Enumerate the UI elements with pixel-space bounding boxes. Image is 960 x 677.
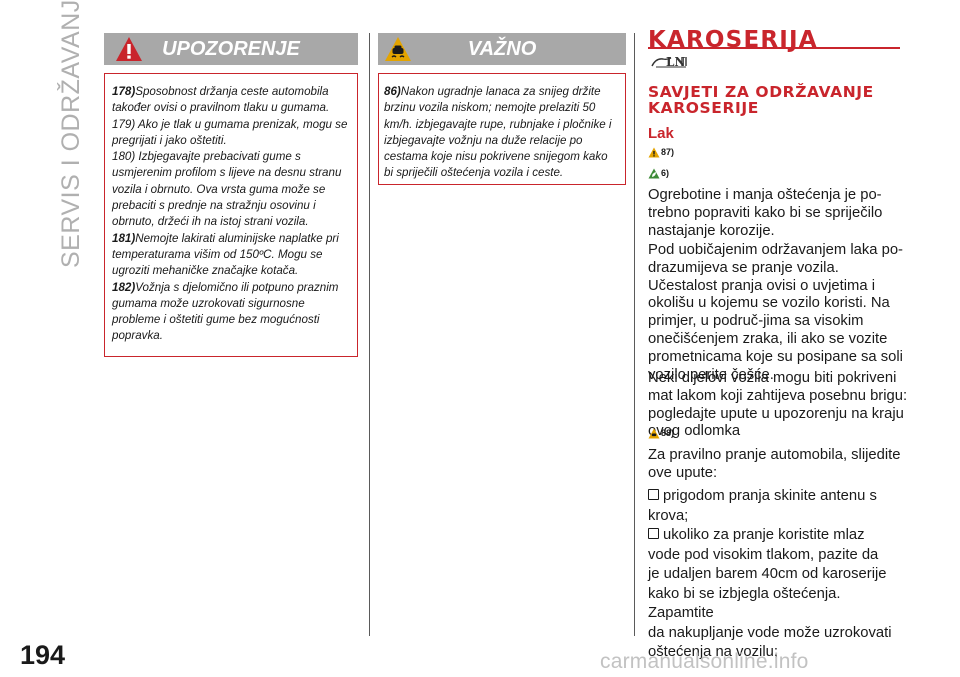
column-divider: [634, 33, 635, 636]
list-item-line: da nakupljanje vode može uzrokovati: [648, 624, 892, 641]
note-number: 181): [112, 231, 136, 245]
svg-text:LN: LN: [666, 55, 685, 69]
important-reference-number: 88): [661, 428, 675, 438]
important-banner: VAŽNO: [378, 33, 626, 65]
note-text: Sposobnost držanja ceste automobila tako…: [112, 85, 330, 115]
checkbox-bullet-icon: [648, 528, 659, 539]
note-text: Vožnja s djelomično ili potpuno praznim …: [112, 280, 339, 343]
environment-leaf-icon: [648, 168, 660, 181]
warning-banner: UPOZORENJE: [104, 33, 358, 65]
watermark: carmanualsonline.info: [600, 650, 809, 673]
car-skid-icon: [384, 36, 412, 72]
warning-note: 178)Sposobnost držanja ceste automobila …: [112, 84, 351, 117]
wash-intro: Za pravilno pranje automobila, slijedite…: [648, 447, 901, 481]
note-text: Nemojte lakirati aluminijske naplatke pr…: [112, 231, 339, 278]
important-note: 86)Nakon ugradnje lanaca za snijeg držit…: [384, 84, 619, 182]
environment-reference-number: 6): [661, 168, 670, 178]
warning-banner-label: UPOZORENJE: [162, 38, 300, 60]
important-banner-label: VAŽNO: [467, 38, 537, 60]
sub-heading: Lak: [648, 125, 674, 142]
environment-reference: 6): [648, 168, 669, 181]
warning-reference-number: 87): [661, 147, 675, 157]
column-divider: [369, 33, 370, 636]
note-number: 86): [384, 85, 401, 98]
car-skid-small-icon: [648, 428, 660, 441]
warning-reference: 87): [648, 147, 674, 160]
body-paragraph: Neki dijelovi vozila mogu biti pokriveni…: [648, 370, 908, 440]
important-reference: 88): [648, 428, 674, 441]
note-text: 180) Izbjegavajte prebacivati gume s usm…: [112, 150, 342, 229]
list-item-line: kako bi se izbjegla oštećenja. Zapamtite: [648, 585, 841, 622]
wash-instructions-list: prigodom pranja skinite antenu s krova; …: [648, 487, 910, 663]
list-item-line: vode pod visokim tlakom, pazite da: [648, 546, 879, 563]
important-notes-box: 86)Nakon ugradnje lanaca za snijeg držit…: [378, 73, 626, 185]
note-number: 182): [112, 280, 136, 294]
title-rule: [648, 47, 900, 49]
note-number: 178): [112, 85, 136, 98]
list-item-line: ukoliko za pranje koristite mlaz: [663, 527, 865, 543]
list-item-line: krova;: [648, 507, 689, 524]
warning-note: 180) Izbjegavajte prebacivati gume s usm…: [112, 149, 351, 230]
section-heading: SAVJETI ZA ODRŽAVANJE KAROSERIJE: [648, 83, 874, 117]
warning-note: 182)Vožnja s djelomično ili potpuno praz…: [112, 280, 351, 345]
body-paragraph: Ogrebotine i manja oštećenja je po-trebn…: [648, 187, 883, 239]
note-text: Nakon ugradnje lanaca za snijeg držite b…: [384, 85, 612, 180]
page-section-title: KAROSERIJA: [648, 27, 818, 53]
checkbox-bullet-icon: [648, 489, 659, 500]
list-item-line: oštećenja na vozilu;: [648, 644, 778, 660]
list-item: prigodom pranja skinite antenu s: [648, 487, 910, 507]
warning-note: 179) Ako je tlak u gumama prenizak, mogu…: [112, 117, 351, 150]
warning-triangle-icon: [114, 35, 144, 73]
list-item: ukoliko za pranje koristite mlaz: [648, 526, 910, 546]
warning-note: 181)Nemojte lakirati aluminijske naplatk…: [112, 231, 351, 280]
car-brand-logo-icon: LN: [650, 54, 692, 75]
body-paragraph: Pod uobičajenim održavanjem laka po-draz…: [648, 242, 903, 383]
list-item-line: je udaljen barem 40cm od karoserije: [648, 566, 887, 582]
list-item-line: prigodom pranja skinite antenu s: [663, 488, 877, 504]
note-text: 179) Ako je tlak u gumama prenizak, mogu…: [112, 117, 348, 147]
warning-triangle-small-icon: [648, 147, 660, 160]
section-side-title: SERVIS I ODRŽAVANJE: [57, 0, 85, 268]
warning-notes-box: 178)Sposobnost držanja ceste automobila …: [104, 73, 358, 357]
page-number: 194: [20, 640, 66, 670]
